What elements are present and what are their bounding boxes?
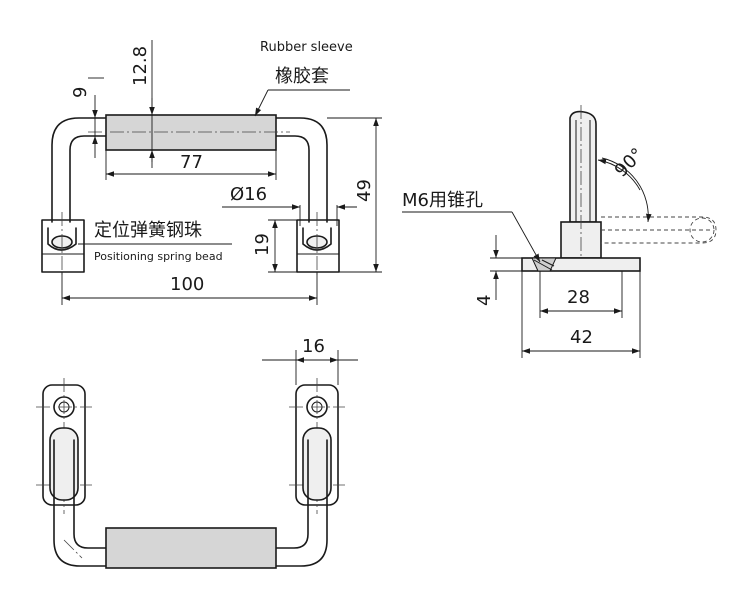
dim-19: 19: [252, 219, 297, 273]
dim-49: 49: [327, 117, 382, 273]
dim-label-phi16: Ø16: [230, 184, 267, 205]
top-view: 16: [36, 336, 358, 569]
side-view: 90° M6用锥孔 4 28 42: [402, 105, 717, 358]
dim-100: 100: [61, 272, 318, 305]
dim-label-90: 90°: [611, 144, 648, 181]
spring-bead-callout: 定位弹簧钢珠 Positioning spring bead: [78, 220, 232, 263]
label-rubber-sleeve-cn: 橡胶套: [275, 66, 329, 87]
dim-28: 28: [539, 271, 623, 318]
rubber-sleeve-top: [105, 527, 277, 569]
right-base-front: [296, 212, 340, 278]
dim-label-49: 49: [354, 179, 375, 202]
left-base-front: [41, 212, 85, 278]
dim-4: 4: [474, 235, 522, 306]
dim-label-77: 77: [180, 152, 203, 173]
dim-label-42: 42: [570, 327, 593, 348]
label-spring-bead-cn: 定位弹簧钢珠: [94, 220, 202, 241]
dim-label-19: 19: [252, 233, 273, 256]
dim-label-100: 100: [170, 274, 204, 295]
dim-label-28: 28: [567, 287, 590, 308]
label-m6-hole: M6用锥孔: [402, 190, 483, 211]
rubber-sleeve-front: [105, 114, 277, 151]
m6-callout: M6用锥孔: [402, 190, 541, 263]
dim-90deg: 90°: [597, 144, 652, 223]
label-spring-bead-en: Positioning spring bead: [94, 250, 223, 263]
dim-12-8: 12.8: [130, 40, 155, 168]
label-rubber-sleeve-en: Rubber sleeve: [260, 40, 353, 55]
dim-label-4: 4: [474, 295, 495, 306]
right-base-top: [289, 378, 345, 514]
left-base-top: [36, 378, 92, 514]
side-handle-folded-hidden: [601, 216, 717, 244]
dim-77: 77: [105, 150, 277, 180]
dim-label-16: 16: [302, 336, 325, 357]
dim-42: 42: [521, 271, 641, 358]
front-view: 12.8 9 77 Ø16: [41, 40, 382, 305]
dim-16: 16: [262, 336, 358, 385]
dim-phi16: Ø16: [222, 184, 357, 226]
dim-label-9: 9: [70, 87, 91, 98]
side-handle-upright: [569, 110, 597, 223]
rubber-sleeve-callout: Rubber sleeve 橡胶套: [254, 40, 353, 117]
dim-label-12-8: 12.8: [130, 46, 151, 86]
dim-9: 9: [70, 77, 104, 158]
